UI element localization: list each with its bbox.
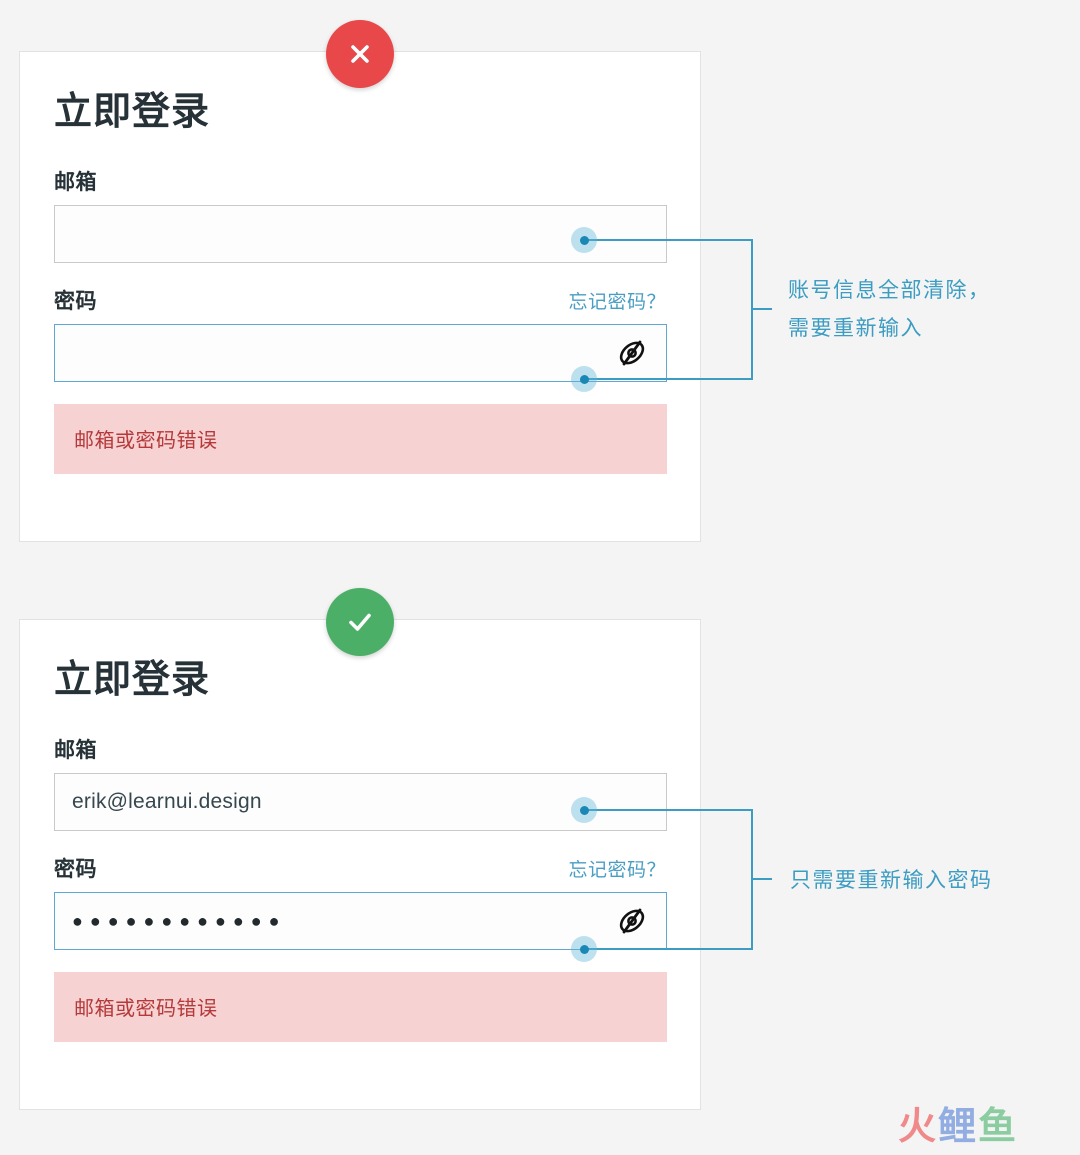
email-label-row: 邮箱 (54, 734, 666, 764)
password-field[interactable] (54, 323, 667, 382)
forgot-password-link[interactable]: 忘记密码？ (568, 859, 666, 881)
annotation-anchor-dot (571, 797, 597, 823)
email-input-wrap (54, 204, 667, 263)
page-title: 立即登录 (54, 91, 211, 133)
page-title: 立即登录 (54, 659, 211, 701)
annotation-anchor-dot (571, 227, 597, 253)
forgot-password-link[interactable]: 忘记密码？ (568, 291, 666, 313)
error-banner: 邮箱或密码错误 (54, 971, 667, 1042)
password-input-wrap (54, 323, 667, 382)
check-icon (349, 613, 371, 631)
password-mask: ●●●●●●●●●●●● (72, 910, 287, 931)
error-message: 邮箱或密码错误 (74, 430, 218, 453)
login-card-error-variant: 立即登录 邮箱 密码 忘记密码？ (19, 51, 701, 542)
status-badge-success (326, 588, 394, 656)
password-label: 密码 (54, 857, 97, 881)
status-badge-error (326, 20, 394, 88)
password-input-wrap: ●●●●●●●●●●●● (54, 891, 667, 950)
eye-off-icon[interactable] (615, 336, 649, 370)
annotation-anchor-dot (571, 366, 597, 392)
password-label: 密码 (54, 289, 97, 313)
watermark-char-1: 火 (898, 1106, 939, 1148)
annotation-label-success: 只需要重新输入密码 (790, 869, 993, 892)
error-banner: 邮箱或密码错误 (54, 403, 667, 474)
watermark-char-3: 鱼 (978, 1106, 1019, 1148)
password-label-row: 密码 忘记密码？ (54, 285, 666, 315)
watermark-logo: 火鲤鱼 (898, 1108, 1018, 1146)
password-label-row: 密码 忘记密码？ (54, 853, 666, 883)
login-card-success-variant: 立即登录 邮箱 erik@learnui.design 密码 忘记密码？ ●●●… (19, 619, 701, 1110)
email-label: 邮箱 (54, 738, 97, 762)
annotation-anchor-dot (571, 936, 597, 962)
email-field[interactable]: erik@learnui.design (54, 772, 667, 831)
email-field[interactable] (54, 204, 667, 263)
email-label: 邮箱 (54, 170, 97, 194)
close-icon (351, 45, 369, 63)
annotation-label-error: 账号信息全部清除， 需要重新输入 (788, 279, 991, 340)
error-message: 邮箱或密码错误 (74, 998, 218, 1021)
watermark-char-2: 鲤 (938, 1106, 979, 1148)
password-field[interactable]: ●●●●●●●●●●●● (54, 891, 667, 950)
email-label-row: 邮箱 (54, 166, 666, 196)
email-input-wrap: erik@learnui.design (54, 772, 667, 831)
eye-off-icon[interactable] (615, 904, 649, 938)
